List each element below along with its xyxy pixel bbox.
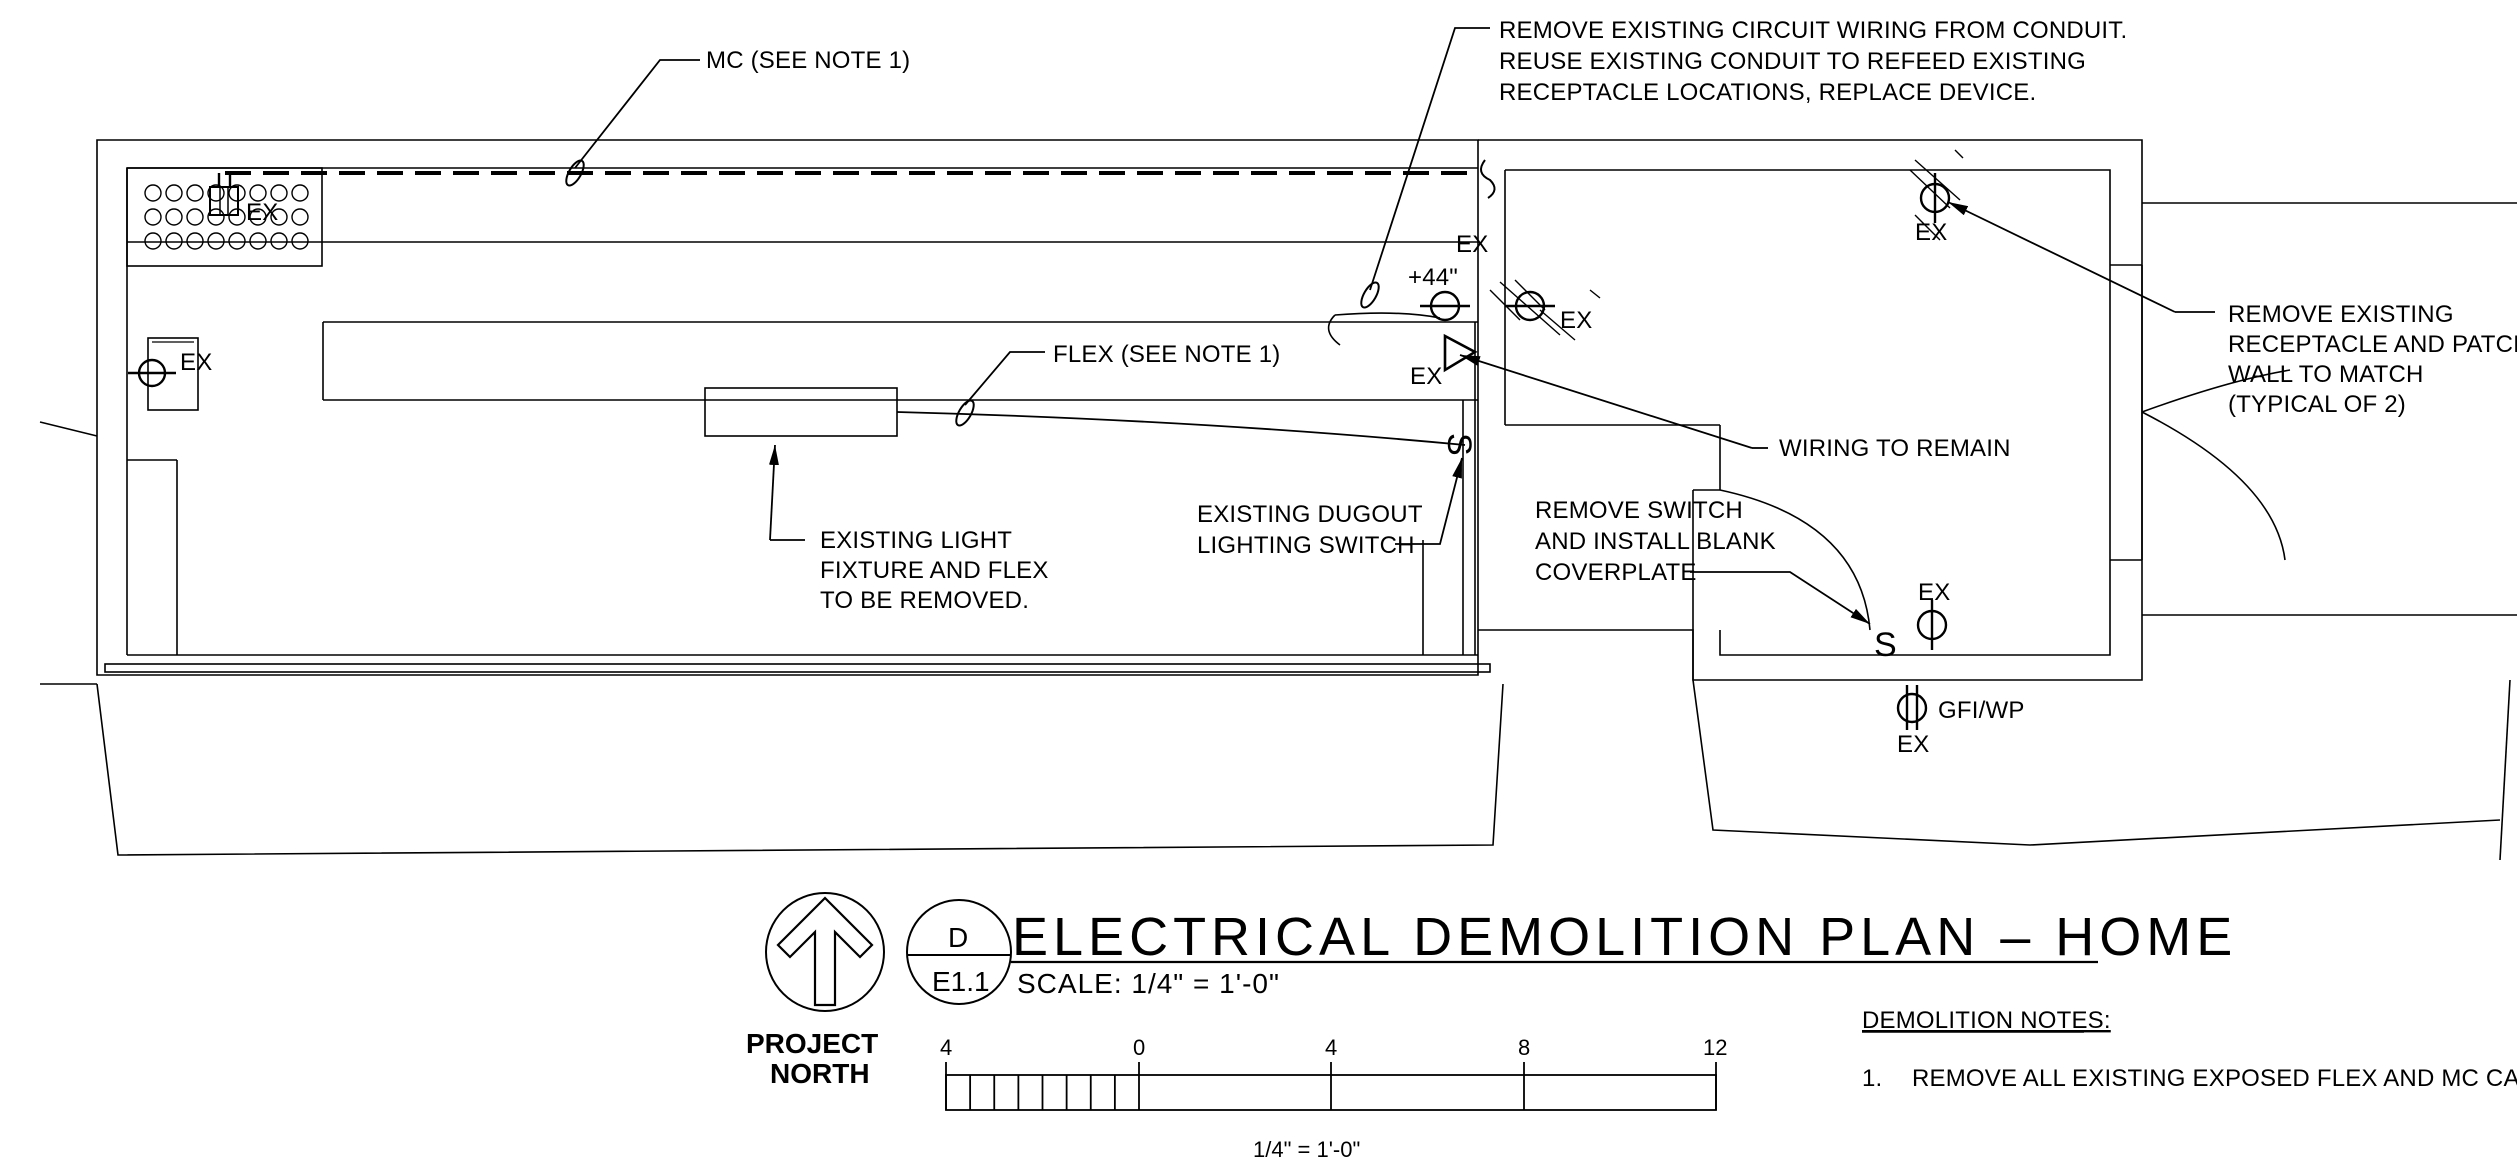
vent-hole [144,232,162,250]
remove-switch-line3: COVERPLATE [1535,559,1697,586]
vent-hole [228,232,246,250]
vent-hole [270,232,288,250]
vent-hole [249,208,267,226]
remove-receptacle-line1: REMOVE EXISTING [2228,301,2454,328]
switch-symbol-home: S [1874,626,1897,664]
existing-light-fixture [704,387,898,437]
north-label-line1: PROJECT [746,1028,878,1059]
floor-plan [39,139,2517,861]
vent-hole [270,184,288,202]
vent-hole [186,208,204,226]
door-swing-right [2141,411,2286,561]
vent-hole [144,208,162,226]
scale-tick-0: 4 [940,1035,952,1060]
remove-receptacle-line2: RECEPTACLE AND PATCH [2228,331,2517,358]
vent-hole [207,208,225,226]
remove-receptacle-line3: WALL TO MATCH [2228,361,2424,388]
vent-hole [165,232,183,250]
vent-hole [270,208,288,226]
junction-box-icon [209,186,239,216]
scale-tick-2: 4 [1325,1035,1337,1060]
ex-label-panel: EX [246,199,278,226]
light-fixture-line1: EXISTING LIGHT [820,527,1012,554]
door-swing-right-2 [2141,369,2291,413]
detail-bubble [906,899,2098,1005]
scale-tick-3: 8 [1518,1035,1530,1060]
home-room-inner [1505,169,2111,656]
remove-wiring-note-line1: REMOVE EXISTING CIRCUIT WIRING FROM COND… [1499,17,2127,44]
notes-heading: DEMOLITION NOTES: [1862,1007,2111,1034]
detail-letter: D [948,922,968,953]
scale-caption: 1/4" = 1'-0" [1253,1137,1360,1162]
vent-hole [144,184,162,202]
light-fixture-line3: TO BE REMOVED. [820,587,1029,614]
annotations: MC (SEE NOTE 1) REMOVE EXISTING CIRCUIT … [180,17,2517,758]
home-room-outer [1478,139,2143,681]
remove-wiring-note-line3: RECEPTACLE LOCATIONS, REPLACE DEVICE. [1499,79,2036,106]
scale-tick-1: 0 [1133,1035,1145,1060]
remove-receptacle-line4: (TYPICAL OF 2) [2228,391,2406,418]
note-text-1: REMOVE ALL EXISTING EXPOSED FLEX AND MC … [1912,1065,2517,1092]
vent-hole [207,232,225,250]
dugout-switch-line1: EXISTING DUGOUT [1197,501,1423,528]
vent-hole [249,232,267,250]
flex-cable [896,411,1466,446]
drawing-scale: SCALE: 1/4" = 1'-0" [1017,968,1280,999]
ventilation-block [126,167,323,267]
demolition-notes: DEMOLITION NOTES: 1. REMOVE ALL EXISTING… [1862,1007,2517,1092]
detail-sheet: E1.1 [932,966,990,997]
wiring-remain-note: WIRING TO REMAIN [1779,435,2011,462]
gfi-label: GFI/WP [1938,697,2025,724]
vent-hole [207,184,225,202]
dugout-outer-wall [96,139,1479,676]
data-outlet-icon [1443,333,1478,373]
ex-label-44: EX [1456,231,1488,258]
vent-hole [291,232,309,250]
mc-note: MC (SEE NOTE 1) [706,47,910,74]
gfi-receptacle-icon [1896,692,1928,724]
leaders [574,27,2215,625]
vent-hole [291,208,309,226]
vent-hole [165,208,183,226]
circuits [225,159,1496,446]
remove-wiring-note-line2: REUSE EXISTING CONDUIT TO REFEED EXISTIN… [1499,48,2086,75]
vent-hole [249,184,267,202]
note-number-1: 1. [1862,1065,1882,1092]
remove-switch-line2: AND INSTALL BLANK [1535,528,1776,555]
ex-label-data: EX [1410,363,1442,390]
devices [128,149,1964,730]
vent-grid [144,184,309,250]
vent-hole [291,184,309,202]
scale-bar: 4 0 4 8 12 1/4" = 1'-0" [940,1035,1727,1162]
ex-label-lower-receptacle: EX [1918,579,1950,606]
mount-height: +44" [1408,264,1458,291]
remove-switch-line1: REMOVE SWITCH [1535,497,1743,524]
switch-symbol-dugout: S [1440,433,1478,456]
vent-hole [186,184,204,202]
drawing-title: ELECTRICAL DEMOLITION PLAN – HOME [1012,907,2237,967]
ex-label-removed-upper: EX [1915,219,1947,246]
title-block: PROJECT NORTH D E1.1 ELECTRICAL DEMOLITI… [746,892,2237,1089]
dugout-switch-line2: LIGHTING SWITCH [1197,532,1415,559]
north-label-line2: NORTH [770,1058,870,1089]
ex-label-removed-left: EX [1560,307,1592,334]
ex-label-left-receptacle: EX [180,349,212,376]
wiring-to-remain [1334,312,1441,319]
ex-label-gfi: EX [1897,731,1929,758]
door-swing-lower [1719,489,1871,631]
north-arrow-icon [765,892,885,1012]
flex-note: FLEX (SEE NOTE 1) [1053,341,1280,368]
vent-hole [186,232,204,250]
vent-hole [165,184,183,202]
light-fixture-line2: FIXTURE AND FLEX [820,557,1049,584]
scale-tick-4: 12 [1703,1035,1727,1060]
grade-line-right [1692,679,2501,846]
grade-line-left [96,683,1504,856]
